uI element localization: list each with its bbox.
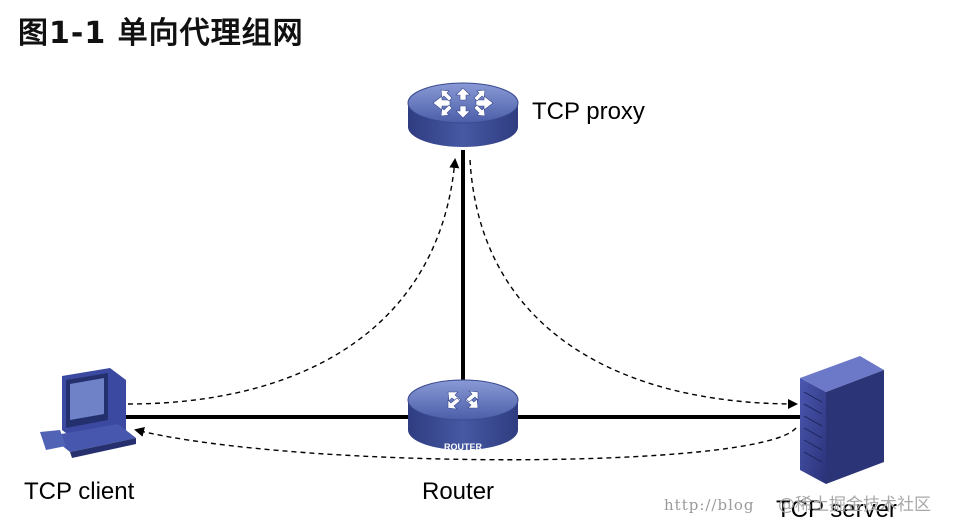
watermark-cn: @稀土掘金技术社区 bbox=[778, 495, 931, 515]
tcp-client-pc-icon bbox=[40, 368, 136, 458]
router-label: Router bbox=[422, 478, 495, 505]
tcp-server-label: TCP server bbox=[776, 496, 897, 523]
flow-client-to-proxy bbox=[127, 158, 460, 405]
figure-title: 图1-1 单向代理组网 bbox=[18, 16, 304, 51]
tcp-proxy-device-icon bbox=[407, 82, 519, 147]
tcp-server-icon bbox=[800, 356, 884, 484]
tcp-client-label: TCP client bbox=[24, 478, 135, 505]
flow-proxy-to-server bbox=[469, 159, 798, 409]
router-device-icon: ROUTER bbox=[407, 379, 519, 452]
flow-server-to-client bbox=[134, 427, 797, 461]
tcp-proxy-label: TCP proxy bbox=[532, 98, 645, 125]
router-badge: ROUTER bbox=[444, 442, 483, 452]
watermark-url: http://blog bbox=[664, 496, 755, 514]
